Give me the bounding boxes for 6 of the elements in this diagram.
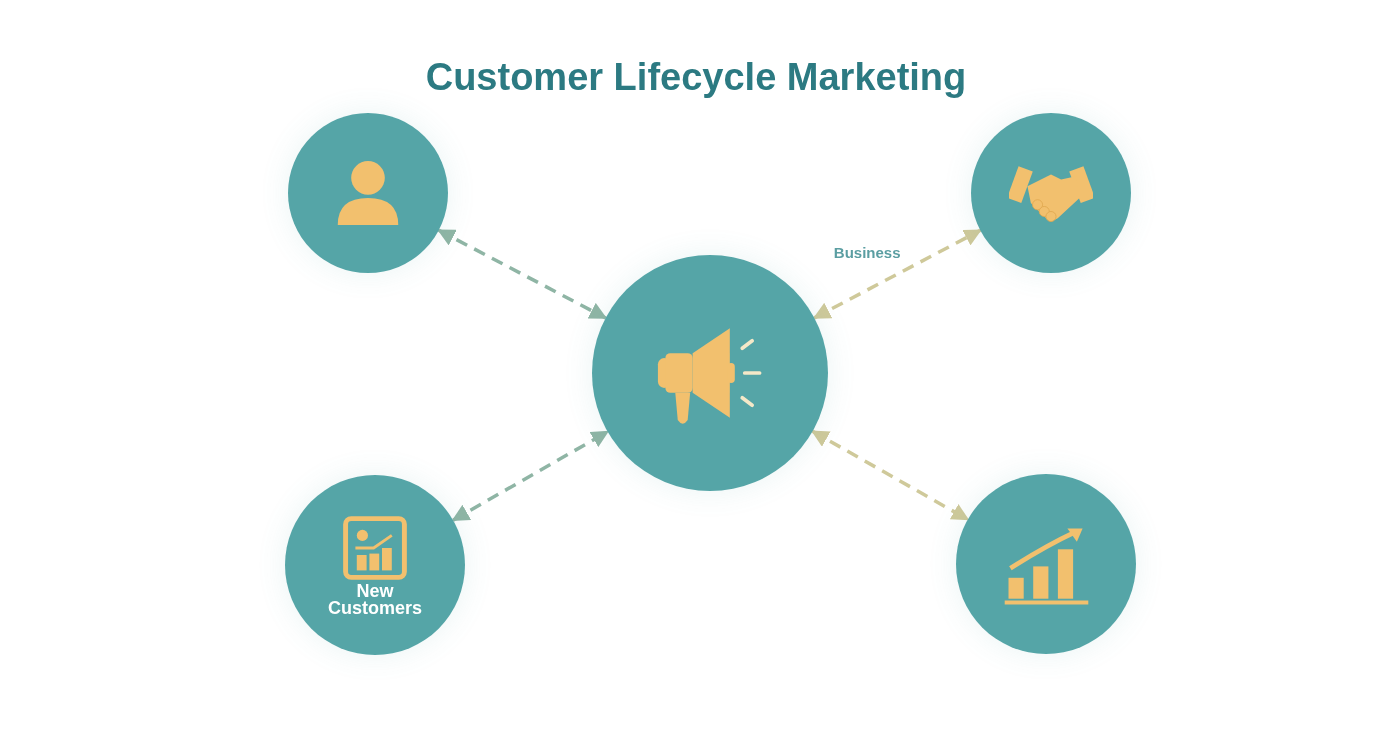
dashed-arrow	[451, 430, 610, 522]
dashed-arrow	[812, 228, 982, 320]
title: Customer Lifecycle Marketing	[425, 56, 967, 98]
dashed-arrow	[437, 228, 608, 320]
node-label: New Customers	[327, 583, 423, 617]
dashed-arrow	[811, 429, 970, 522]
